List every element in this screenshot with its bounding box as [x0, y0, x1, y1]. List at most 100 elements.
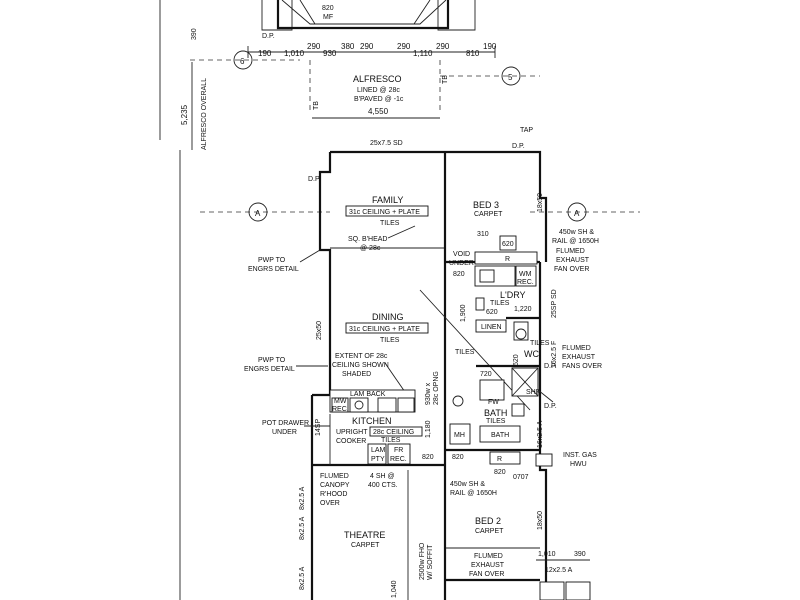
- wardrobe3-1: 450w SH &: [559, 229, 594, 236]
- svg-text:6: 6: [240, 57, 245, 66]
- family-name: FAMILY: [372, 195, 403, 205]
- mw-rec-2: REC.: [332, 406, 349, 413]
- pwp-2b: ENGRS DETAIL: [244, 366, 295, 373]
- dim-0707: 0707: [513, 474, 529, 481]
- unit-sub: MF: [323, 14, 333, 21]
- sq-bhead-2: @ 28c: [360, 245, 381, 252]
- dim-390-b: 390: [574, 551, 586, 558]
- dim-1180: 1,180: [425, 420, 432, 438]
- dim-620-a: 620: [502, 241, 514, 248]
- dining-ceiling: 31c CEILING + PLATE: [349, 326, 420, 333]
- wardrobe2-2: RAIL @ 1650H: [450, 490, 497, 497]
- section-marker-6: 6: [190, 50, 300, 70]
- bed3-name: BED 3: [473, 200, 499, 210]
- flumed-canopy-2: CANOPY: [320, 482, 350, 489]
- kitchen-ceiling: 28c CEILING: [373, 429, 414, 436]
- dim-16x25a: 16x2.5 A: [537, 420, 544, 448]
- bed3-floor: CARPET: [474, 211, 503, 218]
- bath-tub: BATH: [491, 432, 509, 439]
- void-2: UNDER: [449, 260, 474, 267]
- upright-2: COOKER: [336, 438, 366, 445]
- inst-gas-2: HWU: [570, 461, 587, 468]
- pot-drawer-1: POT DRAWER: [262, 420, 309, 427]
- wardrobe3-2: RAIL @ 1650H: [552, 238, 599, 245]
- tiles-label: TILES: [455, 349, 475, 356]
- family-ceiling: 31c CEILING + PLATE: [349, 209, 420, 216]
- tap-label: TAP: [520, 127, 533, 134]
- r-label-a: R: [505, 256, 510, 263]
- dim-14sp: 14SP: [315, 419, 322, 436]
- dim-8x25a-2: 8x2.5 A: [299, 516, 306, 540]
- dim-820-d: 820: [494, 469, 506, 476]
- pwp-2a: PWP TO: [258, 357, 286, 364]
- top-dim: 290: [307, 42, 321, 51]
- lam-pty-2: PTY: [371, 456, 385, 463]
- dim-5235: 5,235: [180, 104, 189, 125]
- top-unit-drawing: 820 MF: [261, 0, 476, 31]
- flumed3-1: FLUMED: [474, 553, 503, 560]
- fw-label: FW: [488, 399, 499, 406]
- dim-1900: 1,900: [460, 304, 467, 322]
- mw-rec-1: MW: [334, 398, 347, 405]
- flumed3-3: FAN OVER: [469, 571, 504, 578]
- dim-18x50-a: 18x50: [537, 193, 544, 212]
- bath-name: BATH: [484, 408, 507, 418]
- theatre-floor: CARPET: [351, 542, 380, 549]
- wm-rec-2: REC.: [517, 279, 534, 286]
- theatre-room: THEATRE CARPET: [344, 530, 385, 549]
- tb-label: TB: [313, 101, 320, 110]
- section-marker-5: 5: [440, 66, 540, 86]
- dim-310: 310: [477, 231, 489, 238]
- dim-1010: 1,010: [538, 551, 556, 558]
- dim-25sp: 25SP SD: [551, 289, 558, 318]
- kitchen-area: LAM BACK MW REC. KITCHEN 28c CEILING TIL…: [329, 389, 423, 465]
- linen-label: LINEN: [481, 324, 502, 331]
- dim-4550-line: 4,550: [312, 107, 440, 119]
- dp-label-5: D.P.: [544, 403, 557, 410]
- dim-820-a: 820: [422, 454, 434, 461]
- flumed-canopy-1: FLUMED: [320, 473, 349, 480]
- opening-1: 930w x: [425, 382, 432, 405]
- dim-4550: 4,550: [368, 107, 389, 116]
- top-dim: 290: [436, 42, 450, 51]
- bed2-floor: CARPET: [475, 528, 504, 535]
- dim-16x25f: 16x2.5 F: [551, 341, 558, 368]
- alfresco-room: ALFRESCO LINED @ 28c B'PAVED @ -1c TB TB: [309, 60, 449, 110]
- left-vertical-dims: 5,235 ALFRESCO OVERALL: [180, 62, 208, 150]
- fr-rec-2: REC.: [390, 456, 407, 463]
- r-label-b: R: [497, 456, 502, 463]
- flumed2-1: FLUMED: [562, 345, 591, 352]
- top-dimension-chain: 190 1,010 290 930 380 290 290 1,110 290 …: [247, 42, 497, 58]
- dim-720: 720: [480, 371, 492, 378]
- theatre-name: THEATRE: [344, 530, 385, 540]
- ldry-name: L'DRY: [500, 290, 526, 300]
- dp-label-4: D.P.: [544, 363, 557, 370]
- dim-1220: 1,220: [514, 306, 532, 313]
- wm-rec-1: WM: [519, 271, 532, 278]
- top-dim: 290: [397, 42, 411, 51]
- flumed1-1: FLUMED: [556, 248, 585, 255]
- top-dim: 930: [323, 49, 337, 58]
- bath-floor: TILES: [486, 418, 506, 425]
- alfresco-note-1: LINED @ 28c: [357, 87, 400, 94]
- upright-1: UPRIGHT: [336, 429, 368, 436]
- section-marker-a-left: A: [200, 202, 330, 222]
- dining-floor: TILES: [380, 337, 400, 344]
- alfresco-note-2: B'PAVED @ -1c: [354, 96, 404, 103]
- wc-floor: TILES: [530, 340, 550, 347]
- flumed1-3: FAN OVER: [554, 266, 589, 273]
- flumed2-3: FANS OVER: [562, 363, 602, 370]
- wet-areas: R VOID UNDER 820 WM REC. L'DRY TILES 1,2…: [449, 251, 558, 448]
- dim-25x75sd: 25x7.5 SD: [370, 140, 403, 147]
- lam-back: LAM BACK: [350, 391, 386, 398]
- extent-1: EXTENT OF 28c: [335, 353, 388, 360]
- void-1: VOID: [453, 251, 470, 258]
- extent-3: SHADED: [342, 371, 371, 378]
- dim-620-c: 620: [513, 354, 520, 366]
- flumed3-2: EXHAUST: [471, 562, 505, 569]
- family-floor: TILES: [380, 220, 400, 227]
- svg-text:A: A: [574, 209, 580, 218]
- tb-label: TB: [442, 75, 449, 84]
- sh-cts-1: 4 SH @: [370, 473, 395, 480]
